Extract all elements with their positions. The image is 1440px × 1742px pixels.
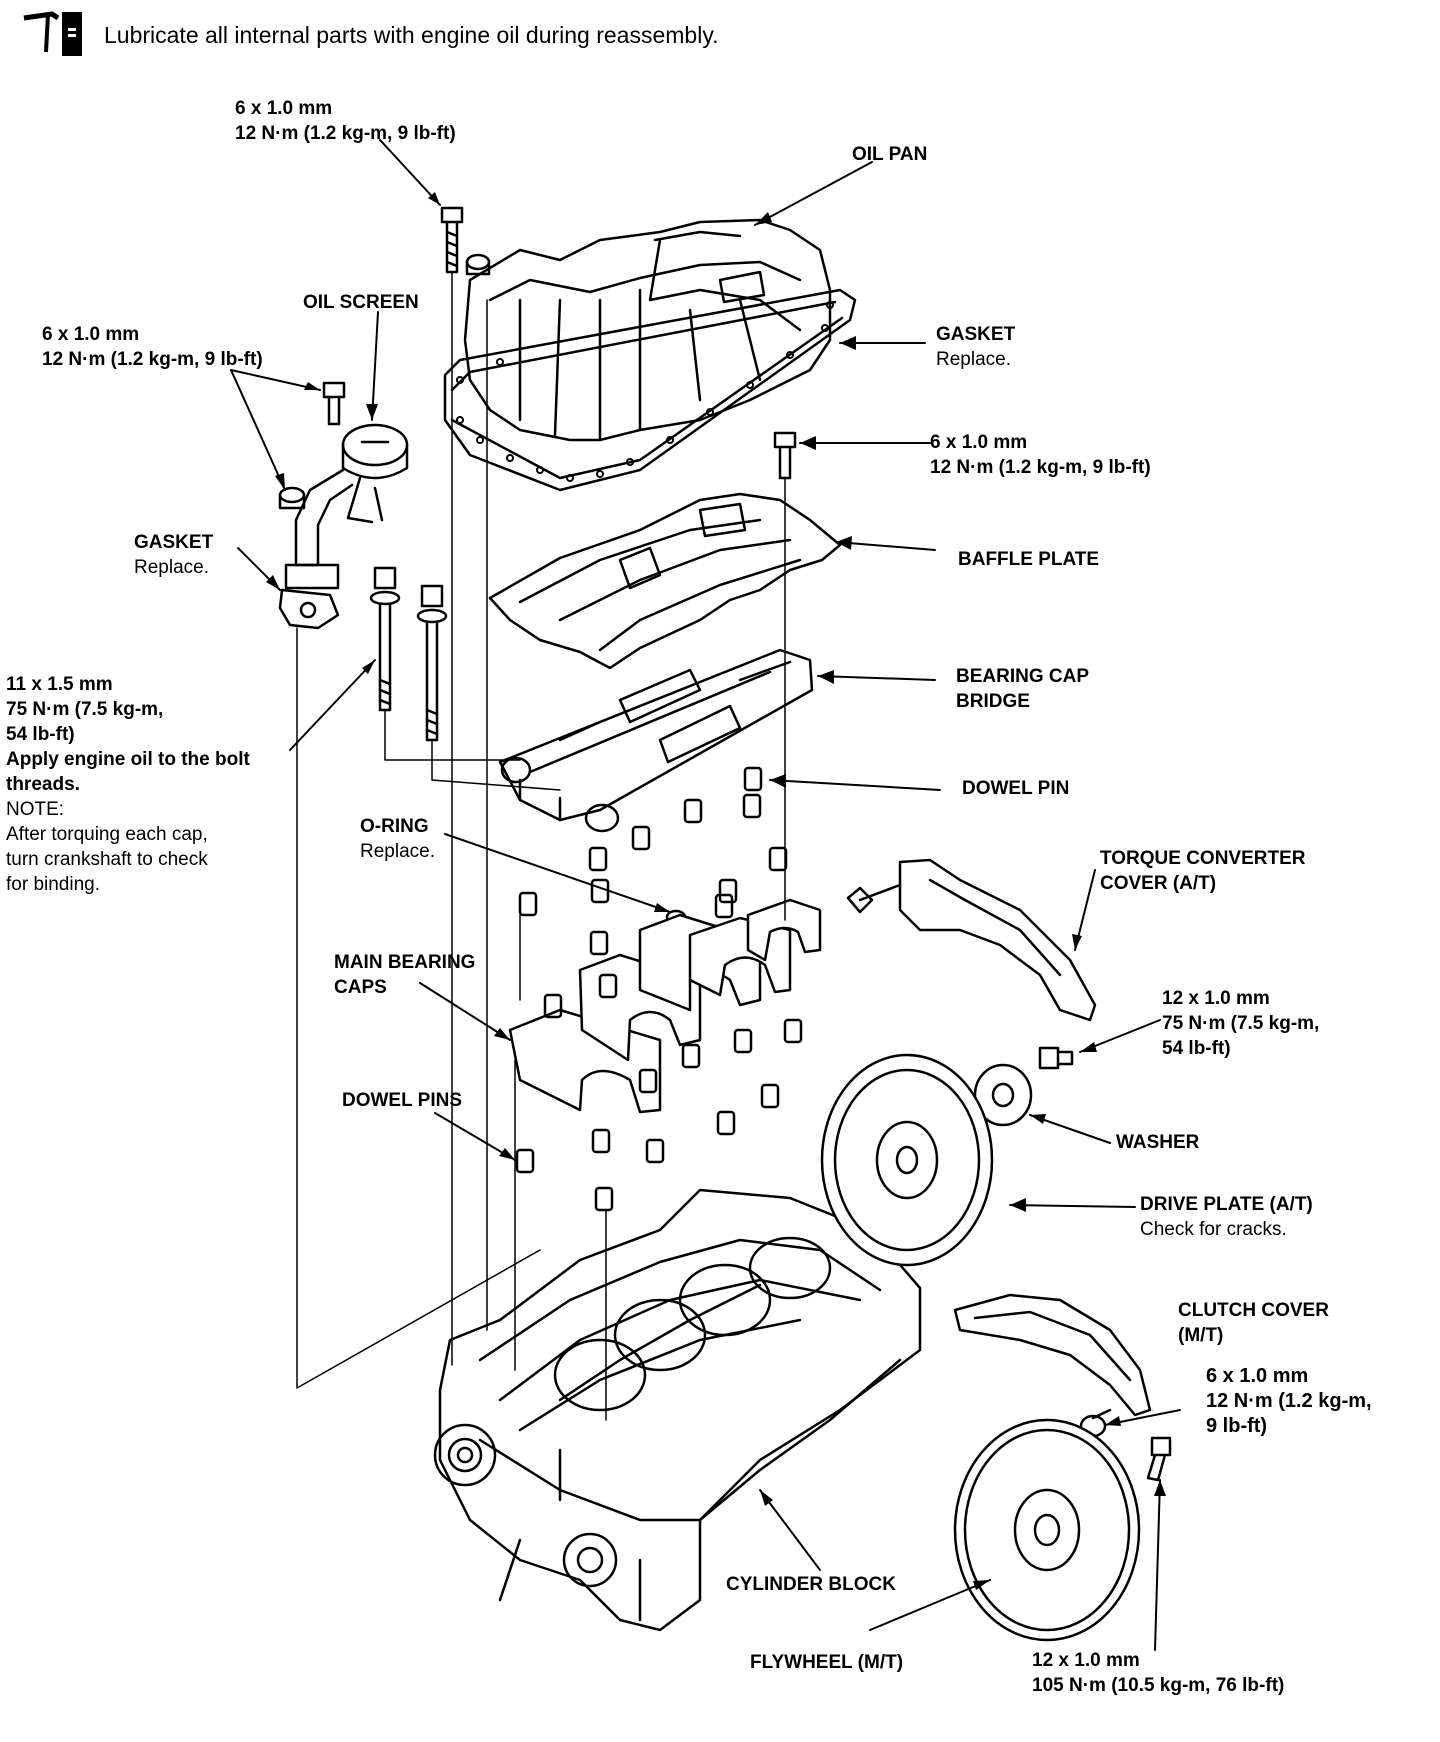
clutch-cover-label: CLUTCH COVER (M/T) [1178, 1298, 1329, 1348]
main-bolt-note-2: turn crankshaft to check [6, 849, 208, 870]
baffle-plate-text: BAFFLE PLATE [958, 549, 1100, 570]
lubrication-instruction: Lubricate all internal parts with engine… [104, 22, 719, 48]
screen-gasket-note: Replace. [134, 557, 209, 578]
main-bearing-caps-label: MAIN BEARING CAPS [334, 950, 475, 1000]
clutch-bolt-torque-1: 12 N·m (1.2 kg-m, [1206, 1390, 1372, 1412]
drive-plate-bolt-size: 12 x 1.0 mm [1162, 988, 1270, 1009]
bearing-cap-bridge-line-2: BRIDGE [956, 691, 1030, 712]
dowel-pins-label: DOWEL PINS [342, 1088, 462, 1113]
oil-screen-nut [278, 486, 306, 510]
pan-gasket-label: GASKET Replace. [936, 322, 1015, 372]
oil-pan-label: OIL PAN [852, 142, 927, 167]
screen-bolt-torque: 12 N·m (1.2 kg-m, 9 lb-ft) [42, 349, 263, 370]
oil-screen-text: OIL SCREEN [303, 292, 419, 313]
washer-text: WASHER [1116, 1132, 1200, 1153]
oil-can-icon [23, 11, 82, 56]
flywheel-bolt-torque: 105 N·m (10.5 kg-m, 76 lb-ft) [1032, 1675, 1285, 1696]
baffle-plate-bolt [773, 431, 797, 480]
flywheel-bolt-size: 12 x 1.0 mm [1032, 1650, 1140, 1671]
oil-pan-bolt [440, 206, 464, 274]
oil-pan-text: OIL PAN [852, 144, 928, 165]
main-bolt-note-title: NOTE: [6, 799, 65, 820]
arrowheads [266, 192, 1166, 1590]
cylinder-block-text: CYLINDER BLOCK [726, 1574, 896, 1595]
main-bolt-note-1: After torquing each cap, [6, 824, 208, 845]
alignment-lines [296, 271, 786, 1421]
oil-screen [278, 423, 409, 630]
oil-screen-bolt [322, 381, 346, 426]
flywheel-bolt [1146, 1436, 1172, 1482]
clutch-cover-line-2: (M/T) [1178, 1325, 1224, 1346]
screen-bolt-size: 6 x 1.0 mm [42, 324, 140, 345]
leader-arrows [230, 139, 1181, 1651]
top-bolt-torque: 12 N·m (1.2 kg-m, 9 lb-ft) [235, 123, 456, 144]
washer-label: WASHER [1116, 1130, 1199, 1155]
baffle-bolt-label: 6 x 1.0 mm 12 N·m (1.2 kg-m, 9 lb-ft) [930, 430, 1151, 480]
bearing-cap-bridge-line-1: BEARING CAP [956, 666, 1090, 687]
drive-plate-bolt [1038, 1046, 1074, 1070]
clutch-cover [953, 1293, 1152, 1417]
drive-plate-bolt-label: 12 x 1.0 mm 75 N·m (7.5 kg-m, 54 lb-ft) [1162, 986, 1319, 1061]
torque-converter-cover-label: TORQUE CONVERTER COVER (A/T) [1100, 846, 1306, 896]
torque-converter-cover-line-2: COVER (A/T) [1100, 873, 1217, 894]
dowel-pin-label: DOWEL PIN [962, 776, 1069, 801]
main-bearing-bolt-2 [416, 584, 448, 742]
oil-screen-label: OIL SCREEN [303, 290, 419, 315]
gasket-holes [456, 301, 834, 482]
drive-plate-bolt-torque-1: 75 N·m (7.5 kg-m, [1162, 1013, 1320, 1034]
top-bolt-size: 6 x 1.0 mm [235, 98, 333, 119]
torque-converter-cover [898, 858, 1097, 1022]
flywheel [953, 1418, 1141, 1642]
clutch-bolt-torque-2: 9 lb-ft) [1206, 1415, 1268, 1437]
drive-plate-label: DRIVE PLATE (A/T) Check for cracks. [1140, 1192, 1313, 1242]
cylinder-block [433, 1188, 922, 1632]
main-bolt-note-3: for binding. [6, 874, 101, 895]
flywheel-label: FLYWHEEL (M/T) [750, 1650, 903, 1675]
oil-pan [463, 218, 832, 442]
clutch-bolt-label: 6 x 1.0 mm 12 N·m (1.2 kg-m, 9 lb-ft) [1206, 1364, 1372, 1439]
cylinder-block-label: CYLINDER BLOCK [726, 1572, 896, 1597]
main-bolt-apply-2: threads. [6, 774, 80, 795]
torque-converter-bolt [846, 883, 902, 914]
dowel-pin-text: DOWEL PIN [962, 778, 1070, 799]
main-bolt-size: 11 x 1.5 mm [6, 674, 113, 695]
o-ring-title: O-RING [360, 816, 429, 837]
baffle-bolt-size: 6 x 1.0 mm [930, 432, 1028, 453]
o-ring-note: Replace. [360, 841, 435, 862]
clutch-cover-line-1: CLUTCH COVER [1178, 1300, 1329, 1321]
flywheel-text: FLYWHEEL (M/T) [750, 1652, 904, 1673]
bearing-cap-bridge-label: BEARING CAP BRIDGE [956, 664, 1089, 714]
main-bearing-caps-line-1: MAIN BEARING [334, 952, 476, 973]
pan-gasket-note: Replace. [936, 349, 1011, 370]
dowel-pins-lower [515, 893, 803, 1212]
baffle-plate [488, 492, 842, 670]
dowel-pins-text: DOWEL PINS [342, 1090, 462, 1111]
screen-gasket-title: GASKET [134, 532, 214, 553]
oil-pan-gasket [443, 288, 857, 492]
flywheel-bolt-label: 12 x 1.0 mm 105 N·m (10.5 kg-m, 76 lb-ft… [1032, 1648, 1284, 1698]
o-ring-label: O-RING Replace. [360, 814, 435, 864]
drive-plate-note: Check for cracks. [1140, 1219, 1287, 1240]
main-bolt-label: 11 x 1.5 mm 75 N·m (7.5 kg-m, 54 lb-ft) … [6, 672, 250, 897]
screen-bolt-label: 6 x 1.0 mm 12 N·m (1.2 kg-m, 9 lb-ft) [42, 322, 263, 372]
main-bearing-cap-5 [746, 898, 822, 962]
torque-converter-cover-line-1: TORQUE CONVERTER [1100, 848, 1306, 869]
main-bolt-torque-1: 75 N·m (7.5 kg-m, [6, 699, 164, 720]
baffle-plate-label: BAFFLE PLATE [958, 547, 1099, 572]
clutch-bolt-size: 6 x 1.0 mm [1206, 1365, 1309, 1387]
drive-plate-bolt-torque-2: 54 lb-ft) [1162, 1038, 1231, 1059]
oil-pan-nut [465, 253, 491, 276]
main-bolt-apply-1: Apply engine oil to the bolt [6, 749, 250, 770]
baffle-bolt-torque: 12 N·m (1.2 kg-m, 9 lb-ft) [930, 457, 1151, 478]
screen-gasket-label: GASKET Replace. [134, 530, 213, 580]
pan-gasket-title: GASKET [936, 324, 1016, 345]
bearing-cap-bridge [498, 648, 814, 833]
top-bolt-label: 6 x 1.0 mm 12 N·m (1.2 kg-m, 9 lb-ft) [235, 96, 456, 146]
main-bolt-torque-2: 54 lb-ft) [6, 724, 75, 745]
main-bearing-bolt-1 [369, 566, 401, 712]
main-bearing-caps-line-2: CAPS [334, 977, 387, 998]
drive-plate [820, 1053, 994, 1267]
drive-plate-title: DRIVE PLATE (A/T) [1140, 1194, 1313, 1215]
